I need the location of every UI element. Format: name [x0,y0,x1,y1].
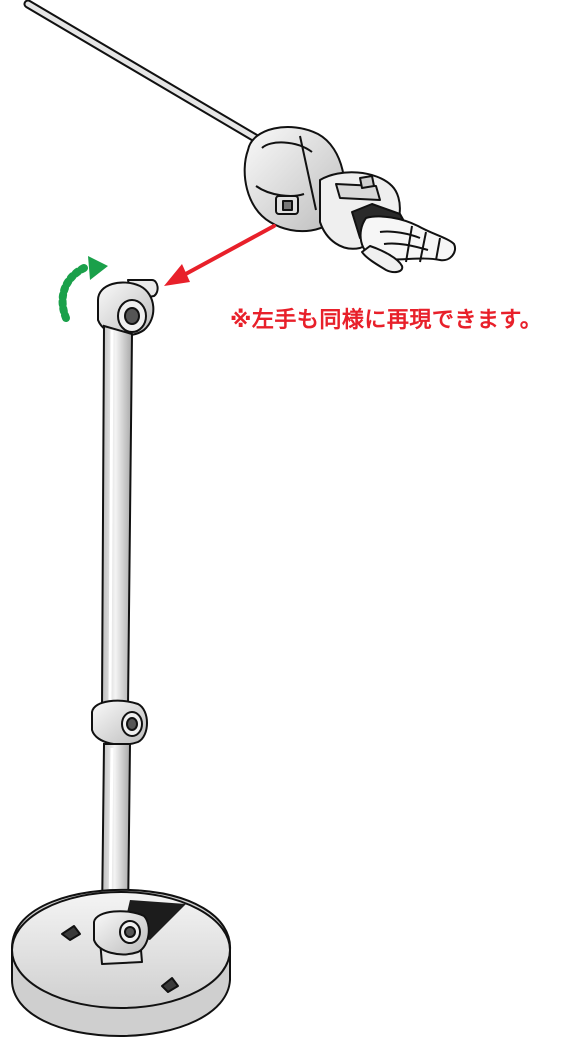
stand-rod-upper [100,324,134,707]
stand-middle-joint [91,699,148,746]
stand-base-joint [93,910,150,965]
fist-hand-part [243,126,456,274]
insert-arrow-icon [164,224,276,286]
rotation-arrow-icon [58,256,108,322]
left-hand-note: ※左手も同様に再現できます。 [230,308,543,333]
support-wire [23,0,267,147]
